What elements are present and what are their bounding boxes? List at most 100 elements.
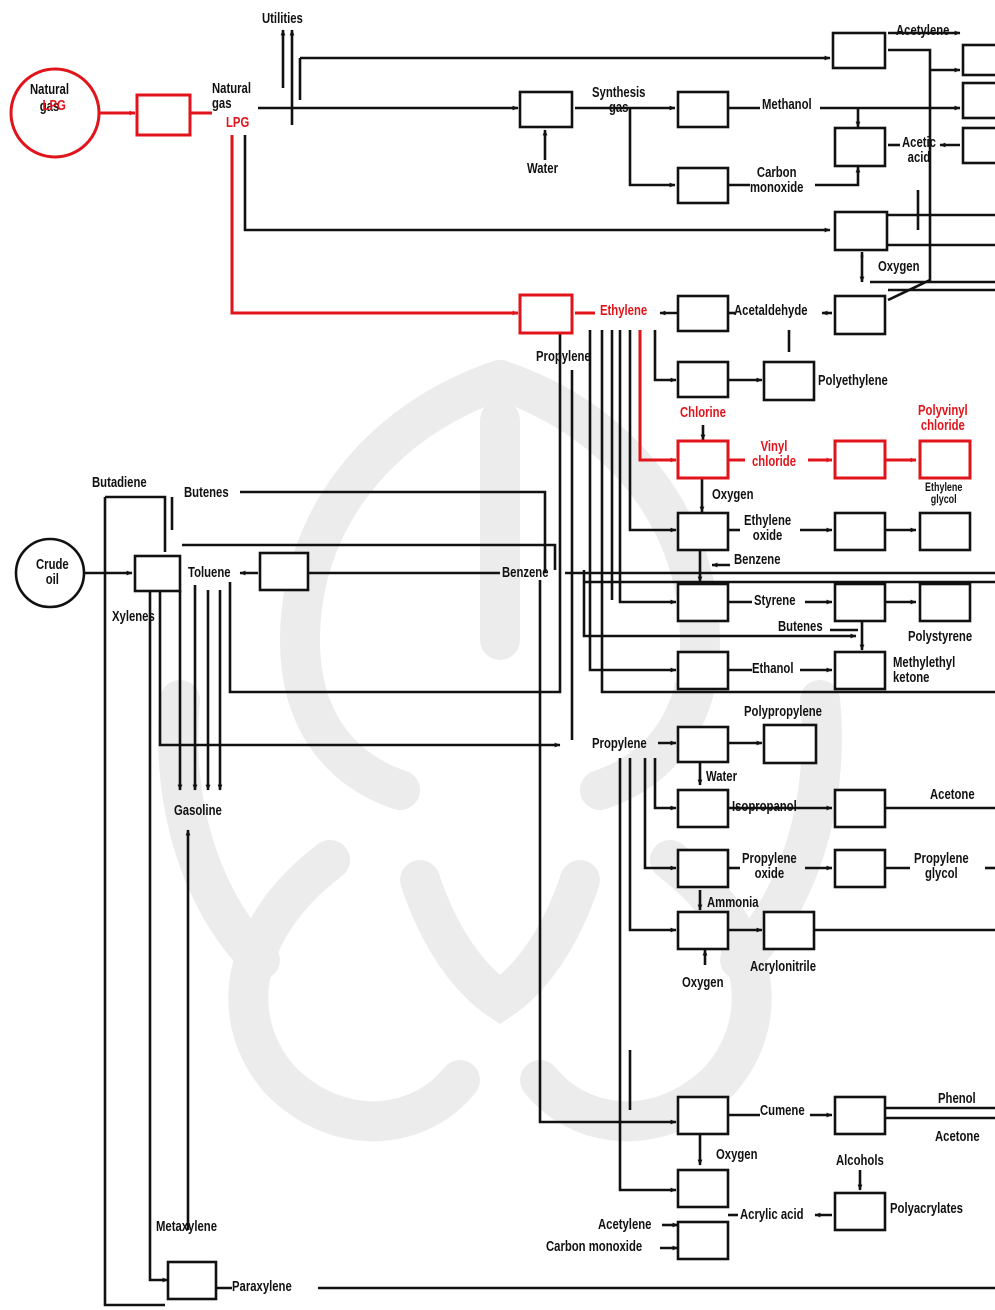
label-polyacrylates: Polyacrylates <box>890 1202 963 1217</box>
process-box-synthesis <box>520 92 572 127</box>
process-box-cracker <box>520 295 572 333</box>
label-propylene-lower: Propylene <box>592 737 647 752</box>
process-box-propylene <box>678 727 728 762</box>
process-box-styrene <box>835 584 885 621</box>
process-box-styrene-in <box>678 584 728 621</box>
process-box-ethylene-oxide <box>678 513 728 550</box>
label-oxygen-eo: Oxygen <box>712 488 753 503</box>
label-butadiene: Butadiene <box>92 476 147 491</box>
label-oxygen-an: Oxygen <box>682 976 723 991</box>
process-box-polystyrene <box>920 584 970 621</box>
label-polyethylene: Polyethylene <box>818 374 888 389</box>
label-acrylonitrile: Acrylonitrile <box>750 960 816 975</box>
highlight-boxes <box>11 69 970 478</box>
process-box-acetone <box>835 790 885 827</box>
label-ethanol: Ethanol <box>752 662 793 677</box>
label-benzene: Benzene <box>502 566 549 581</box>
label-isopropanol: Isopropanol <box>732 800 797 815</box>
process-box-acrylic-in <box>678 1222 728 1259</box>
label-polypropylene: Polypropylene <box>744 705 822 720</box>
label-acetylene-bottom: Acetylene <box>598 1218 651 1233</box>
process-box-acrylonitrile <box>764 912 814 949</box>
label-oxygen-top: Oxygen <box>878 260 919 275</box>
label-toluene: Toluene <box>188 566 231 581</box>
process-box-toluene <box>260 553 308 590</box>
process-box-ethanol <box>678 652 728 689</box>
label-styrene: Styrene <box>754 594 795 609</box>
process-box-acetylene-out <box>963 45 995 75</box>
label-paraxylene: Paraxylene <box>232 1280 292 1295</box>
label-propylene-oxide: Propylene oxide <box>742 852 797 882</box>
label-vinyl-chloride: Vinyl chloride <box>752 440 796 470</box>
process-box-acetic <box>835 128 885 166</box>
label-polystyrene: Polystyrene <box>908 630 972 645</box>
label-ammonia: Ammonia <box>707 896 759 911</box>
process-box-vinyl-chloride <box>835 441 885 478</box>
process-box-co <box>678 168 728 203</box>
process-box-polyethylene <box>764 362 814 400</box>
label-natural-gas: Natural gas <box>212 82 251 112</box>
label-alcohols: Alcohols <box>836 1154 884 1169</box>
label-synthesis-gas: Synthesis gas <box>592 86 645 116</box>
process-box-phenol <box>835 1097 885 1134</box>
process-box-acetic-out <box>963 128 995 163</box>
process-box-acetaldehyde <box>835 296 885 334</box>
label-benzene-small: Benzene <box>734 553 781 568</box>
label-crude-oil: Crude oil <box>36 558 69 588</box>
process-box-ethylene-glycol <box>920 513 970 550</box>
label-water-top: Water <box>527 162 558 177</box>
process-box-isopropanol <box>678 790 728 827</box>
process-box-acrylonitrile-in <box>678 912 728 949</box>
process-box-paraxylene <box>168 1262 216 1299</box>
label-butenes-mid: Butenes <box>778 620 823 635</box>
label-butenes-left: Butenes <box>184 486 229 501</box>
label-acetylene-top: Acetylene <box>896 24 949 39</box>
label-natural-gas-node: Natural gas LPG <box>30 82 69 114</box>
label-methylethyl-ketone: Methylethyl ketone <box>893 656 955 686</box>
label-acetone-right: Acetone <box>930 788 975 803</box>
label-acetone-cumene: Acetone <box>935 1130 980 1145</box>
process-box-polypropylene <box>764 725 816 763</box>
label-utilities: Utilities <box>262 12 303 27</box>
process-boxes <box>135 33 995 1299</box>
label-metaxylene: Metaxylene <box>156 1220 217 1235</box>
process-box-chlorination <box>678 441 728 478</box>
process-box-acetaldehyde-in <box>678 296 728 331</box>
label-phenol: Phenol <box>938 1092 976 1107</box>
label-chlorine: Chlorine <box>680 406 726 421</box>
process-box-mek <box>835 652 885 689</box>
label-gasoline: Gasoline <box>174 804 222 819</box>
process-box-gas-separation <box>137 95 190 135</box>
label-oxygen-aa: Oxygen <box>716 1148 757 1163</box>
label-lpg-node: LPG <box>30 99 69 114</box>
label-propylene-upper: Propylene <box>536 350 591 365</box>
label-propylene-glycol: Propylene glycol <box>914 852 969 882</box>
process-box-acetylene <box>833 33 885 68</box>
label-acetaldehyde: Acetaldehyde <box>734 304 808 319</box>
process-box-acrylic-acid <box>678 1170 728 1207</box>
label-xylenes: Xylenes <box>112 610 155 625</box>
process-box-propylene-glycol <box>835 850 885 887</box>
process-box-oxidation <box>835 212 887 250</box>
label-acetic-acid: Acetic acid <box>902 136 936 166</box>
process-box-propylene-oxide <box>678 850 728 887</box>
process-box-ethylene-glycol-in <box>835 513 885 550</box>
process-box-methanol <box>678 92 728 127</box>
process-box-polyacrylates <box>835 1193 885 1230</box>
label-ethylene-oxide: Ethylene oxide <box>744 514 791 544</box>
label-ethylene-glycol: Ethylene glycol <box>925 482 962 506</box>
label-lpg: LPG <box>226 116 249 131</box>
label-methanol: Methanol <box>762 98 812 113</box>
label-water-pp: Water <box>706 770 737 785</box>
process-box-benzene-crude <box>135 556 180 591</box>
process-box-cumene <box>678 1097 728 1134</box>
label-ethylene: Ethylene <box>600 304 647 319</box>
label-carbon-monoxide-bottom: Carbon monoxide <box>546 1240 642 1255</box>
process-box-pvc <box>920 441 970 478</box>
process-box-polyethylene-in <box>678 362 728 397</box>
label-cumene: Cumene <box>760 1104 805 1119</box>
process-box-methanol-out <box>963 83 995 118</box>
label-carbon-monoxide-top: Carbon monoxide <box>750 166 803 196</box>
label-polyvinyl-chloride: Polyvinyl chloride <box>918 404 968 434</box>
